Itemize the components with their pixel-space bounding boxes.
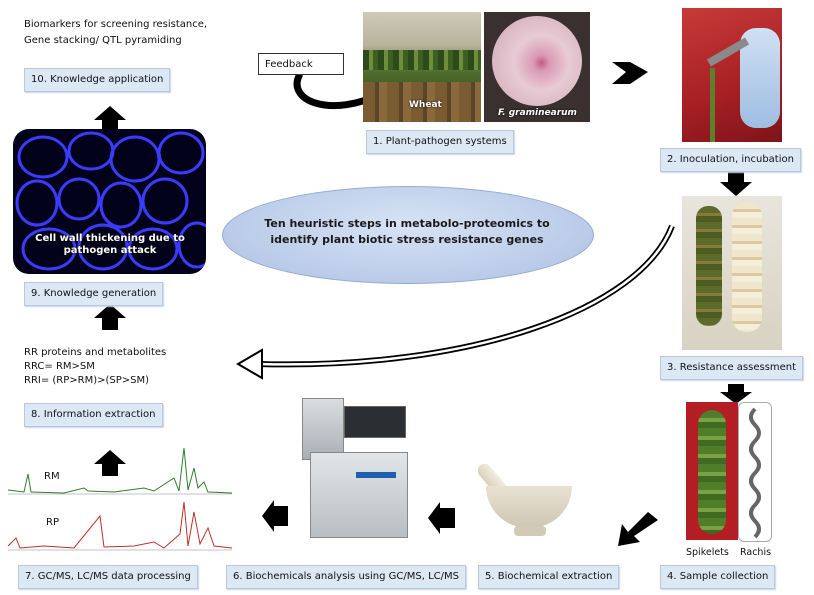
fusarium-label: F. graminearum [498, 108, 577, 118]
inoculation-photo [682, 8, 782, 142]
fusarium-culture [492, 16, 582, 106]
arrow-5-to-6 [428, 502, 455, 534]
rachis-photo [738, 402, 772, 542]
arrow-to-inoculation [612, 62, 648, 84]
step-6-box: 6. Biochemicals analysis using GC/MS, LC… [226, 565, 466, 589]
mortar-bowl [486, 486, 572, 528]
step-1-box: 1. Plant-pathogen systems [366, 130, 514, 154]
feedback-box: Feedback [258, 53, 344, 75]
mass-spectrometer-photo [296, 392, 416, 540]
cellwall-label: Cell wall thickening due to pathogen att… [35, 233, 185, 256]
rp-trace [7, 501, 233, 549]
cellwall-mesh [15, 131, 206, 271]
ms-stripe [356, 472, 396, 478]
application-note-line1: Biomarkers for screening resistance, [24, 19, 208, 30]
rm-trace [7, 447, 233, 494]
arrow-to-extraction [618, 512, 658, 546]
step-5-box: 5. Biochemical extraction [478, 565, 620, 589]
cellwall-image: Cell wall thickening due to pathogen att… [13, 129, 206, 274]
diagram-title: Ten heuristic steps in metabolo-proteomi… [264, 217, 550, 246]
step-9-box: 9. Knowledge generation [24, 282, 164, 306]
fusarium-photo: F. graminearum [484, 12, 590, 122]
bleached-spike [732, 202, 762, 332]
wheat-label: Wheat [409, 100, 442, 110]
rr-note-line1: RR proteins and metabolites [24, 347, 167, 358]
rachis-label: Rachis [740, 547, 772, 558]
step-4-box: 4. Sample collection [660, 565, 776, 589]
title-ellipse [222, 186, 594, 284]
rachis-zigzag [749, 407, 761, 539]
spikelets-spike [698, 410, 726, 534]
ms-top [344, 406, 406, 438]
mortar-pestle-photo [478, 456, 578, 540]
rm-label: RM [44, 471, 60, 482]
application-note-line2: Gene stacking/ QTL pyramiding [24, 35, 182, 46]
mortar-base [514, 526, 546, 536]
arrow-up-7-8 [94, 450, 126, 476]
long-curve-arrow-head [236, 348, 263, 380]
spikelets-label: Spikelets [686, 547, 729, 558]
arrow-up-8-9 [94, 304, 126, 330]
rr-note-line3: RRI= (RP>RM)>(SP>SM) [24, 375, 150, 386]
arrow-down-2-3 [720, 172, 752, 196]
chromatogram-panel: RM RP [4, 438, 236, 556]
wheat-photo: Wheat [363, 12, 481, 122]
step-7-box: 7. GC/MS, LC/MS data processing [18, 565, 198, 589]
step-8-box: 8. Information extraction [24, 403, 163, 427]
rr-note-line2: RRC= RM>SM [24, 361, 95, 372]
step-3-box: 3. Resistance assessment [660, 356, 804, 380]
infected-spike [696, 206, 722, 326]
arrow-down-3-4 [720, 384, 752, 404]
arrow-up-9-10 [94, 106, 126, 132]
chromatogram-traces [7, 447, 233, 551]
lc-module [302, 398, 344, 460]
arrow-6-to-7 [262, 500, 288, 532]
rp-label: RP [46, 517, 59, 528]
step-2-box: 2. Inoculation, incubation [660, 148, 801, 172]
step-10-box: 10. Knowledge application [24, 68, 171, 92]
wheat-rows [363, 50, 481, 70]
ms-body [310, 452, 408, 538]
resistance-photo [682, 196, 782, 350]
wheat-pots [363, 82, 481, 122]
spikelets-photo [686, 402, 738, 540]
wheat-stem [710, 68, 715, 142]
